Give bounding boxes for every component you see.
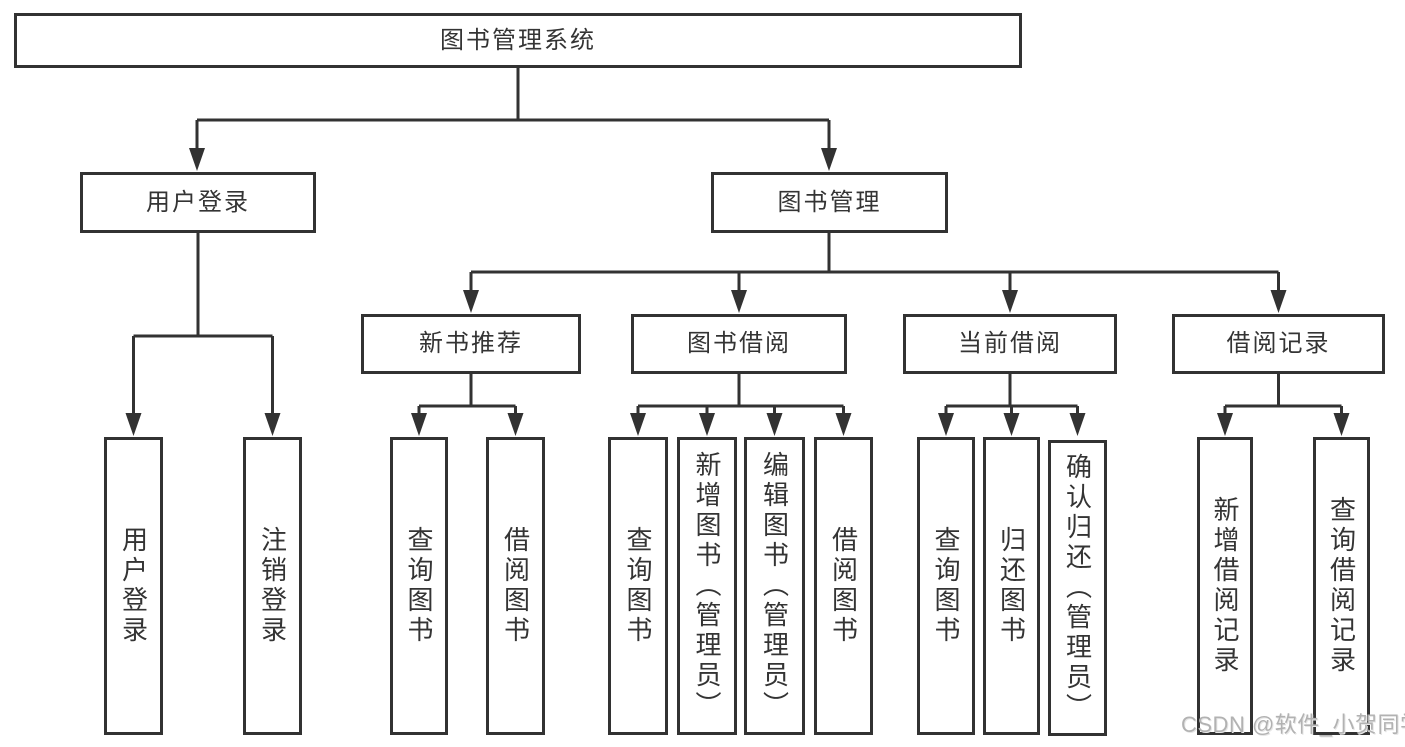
node-library-management-system: 图书管理系统 [14, 13, 1022, 68]
arrowhead [463, 290, 479, 313]
arrowhead [731, 290, 747, 313]
node-current-borrow: 当前借阅 [903, 314, 1117, 374]
leaf-add-books-admin: 新增图书（管理员） [677, 437, 737, 735]
node-label: 图书借阅 [687, 330, 791, 357]
node-label: 借阅记录 [1226, 330, 1331, 357]
arrowhead [835, 413, 852, 436]
leaf-label: 编辑图书（管理员） [759, 451, 790, 721]
arrowhead [264, 413, 281, 436]
connector-borrow-records [1223, 374, 1343, 414]
leaf-confirm-return-admin: 确认归还（管理员） [1048, 440, 1107, 736]
connector-root [195, 68, 831, 150]
arrowhead [1270, 290, 1287, 313]
leaf-borrow-books-1: 借阅图书 [486, 437, 545, 735]
leaf-label: 归还图书 [996, 526, 1027, 646]
arrowhead [1217, 413, 1233, 436]
leaf-label: 借阅图书 [828, 526, 859, 646]
arrowhead [507, 413, 524, 436]
leaf-borrow-books-2: 借阅图书 [814, 437, 873, 735]
leaf-query-books-3: 查询图书 [917, 437, 975, 735]
leaf-label: 用户登录 [118, 526, 149, 646]
node-label: 用户登录 [146, 188, 250, 216]
arrowhead [1069, 413, 1086, 436]
connector-user-login [132, 233, 274, 414]
arrowhead [125, 413, 142, 436]
connector-book-management [469, 233, 1280, 292]
node-new-book-recommend: 新书推荐 [361, 314, 581, 374]
leaf-query-books-1: 查询图书 [390, 437, 448, 735]
leaf-label: 查询借阅记录 [1326, 496, 1357, 676]
arrowhead [699, 413, 715, 436]
leaf-label: 借阅图书 [500, 526, 531, 646]
arrowhead [1333, 413, 1350, 436]
node-label: 图书管理系统 [440, 26, 596, 54]
connector-book-borrow [636, 374, 845, 414]
arrowhead [411, 413, 427, 436]
arrowhead [1002, 290, 1018, 313]
leaf-label: 查询图书 [931, 526, 961, 646]
leaf-return-books: 归还图书 [983, 437, 1040, 735]
node-label: 当前借阅 [958, 330, 1062, 357]
leaf-query-borrow-record: 查询借阅记录 [1313, 437, 1370, 735]
arrowhead [1003, 413, 1020, 436]
node-label: 图书管理 [777, 188, 882, 216]
leaf-label: 新增借阅记录 [1210, 496, 1240, 676]
leaf-label: 确认归还（管理员） [1062, 453, 1093, 723]
node-user-login: 用户登录 [80, 172, 316, 233]
arrowhead [766, 413, 783, 436]
node-borrow-records: 借阅记录 [1172, 314, 1385, 374]
leaf-query-books-2: 查询图书 [608, 437, 668, 735]
leaf-user-login: 用户登录 [104, 437, 163, 735]
leaf-label: 查询图书 [404, 526, 434, 646]
node-book-management: 图书管理 [711, 172, 948, 233]
leaf-label: 注销登录 [257, 526, 288, 646]
connector-current-borrow [944, 374, 1079, 414]
leaf-label: 新增图书（管理员） [692, 451, 722, 721]
arrowhead [189, 148, 205, 171]
node-label: 新书推荐 [419, 330, 523, 357]
node-book-borrow: 图书借阅 [631, 314, 847, 374]
arrowhead [630, 413, 646, 436]
connector-new-book [417, 374, 517, 414]
leaf-label: 查询图书 [623, 526, 653, 646]
leaf-add-borrow-record: 新增借阅记录 [1197, 437, 1253, 735]
arrowhead [821, 148, 837, 171]
arrowhead [938, 413, 954, 436]
leaf-logout: 注销登录 [243, 437, 302, 735]
csdn-watermark: CSDN @软件_小贺同学 [1181, 712, 1405, 737]
leaf-edit-books-admin: 编辑图书（管理员） [744, 437, 805, 735]
